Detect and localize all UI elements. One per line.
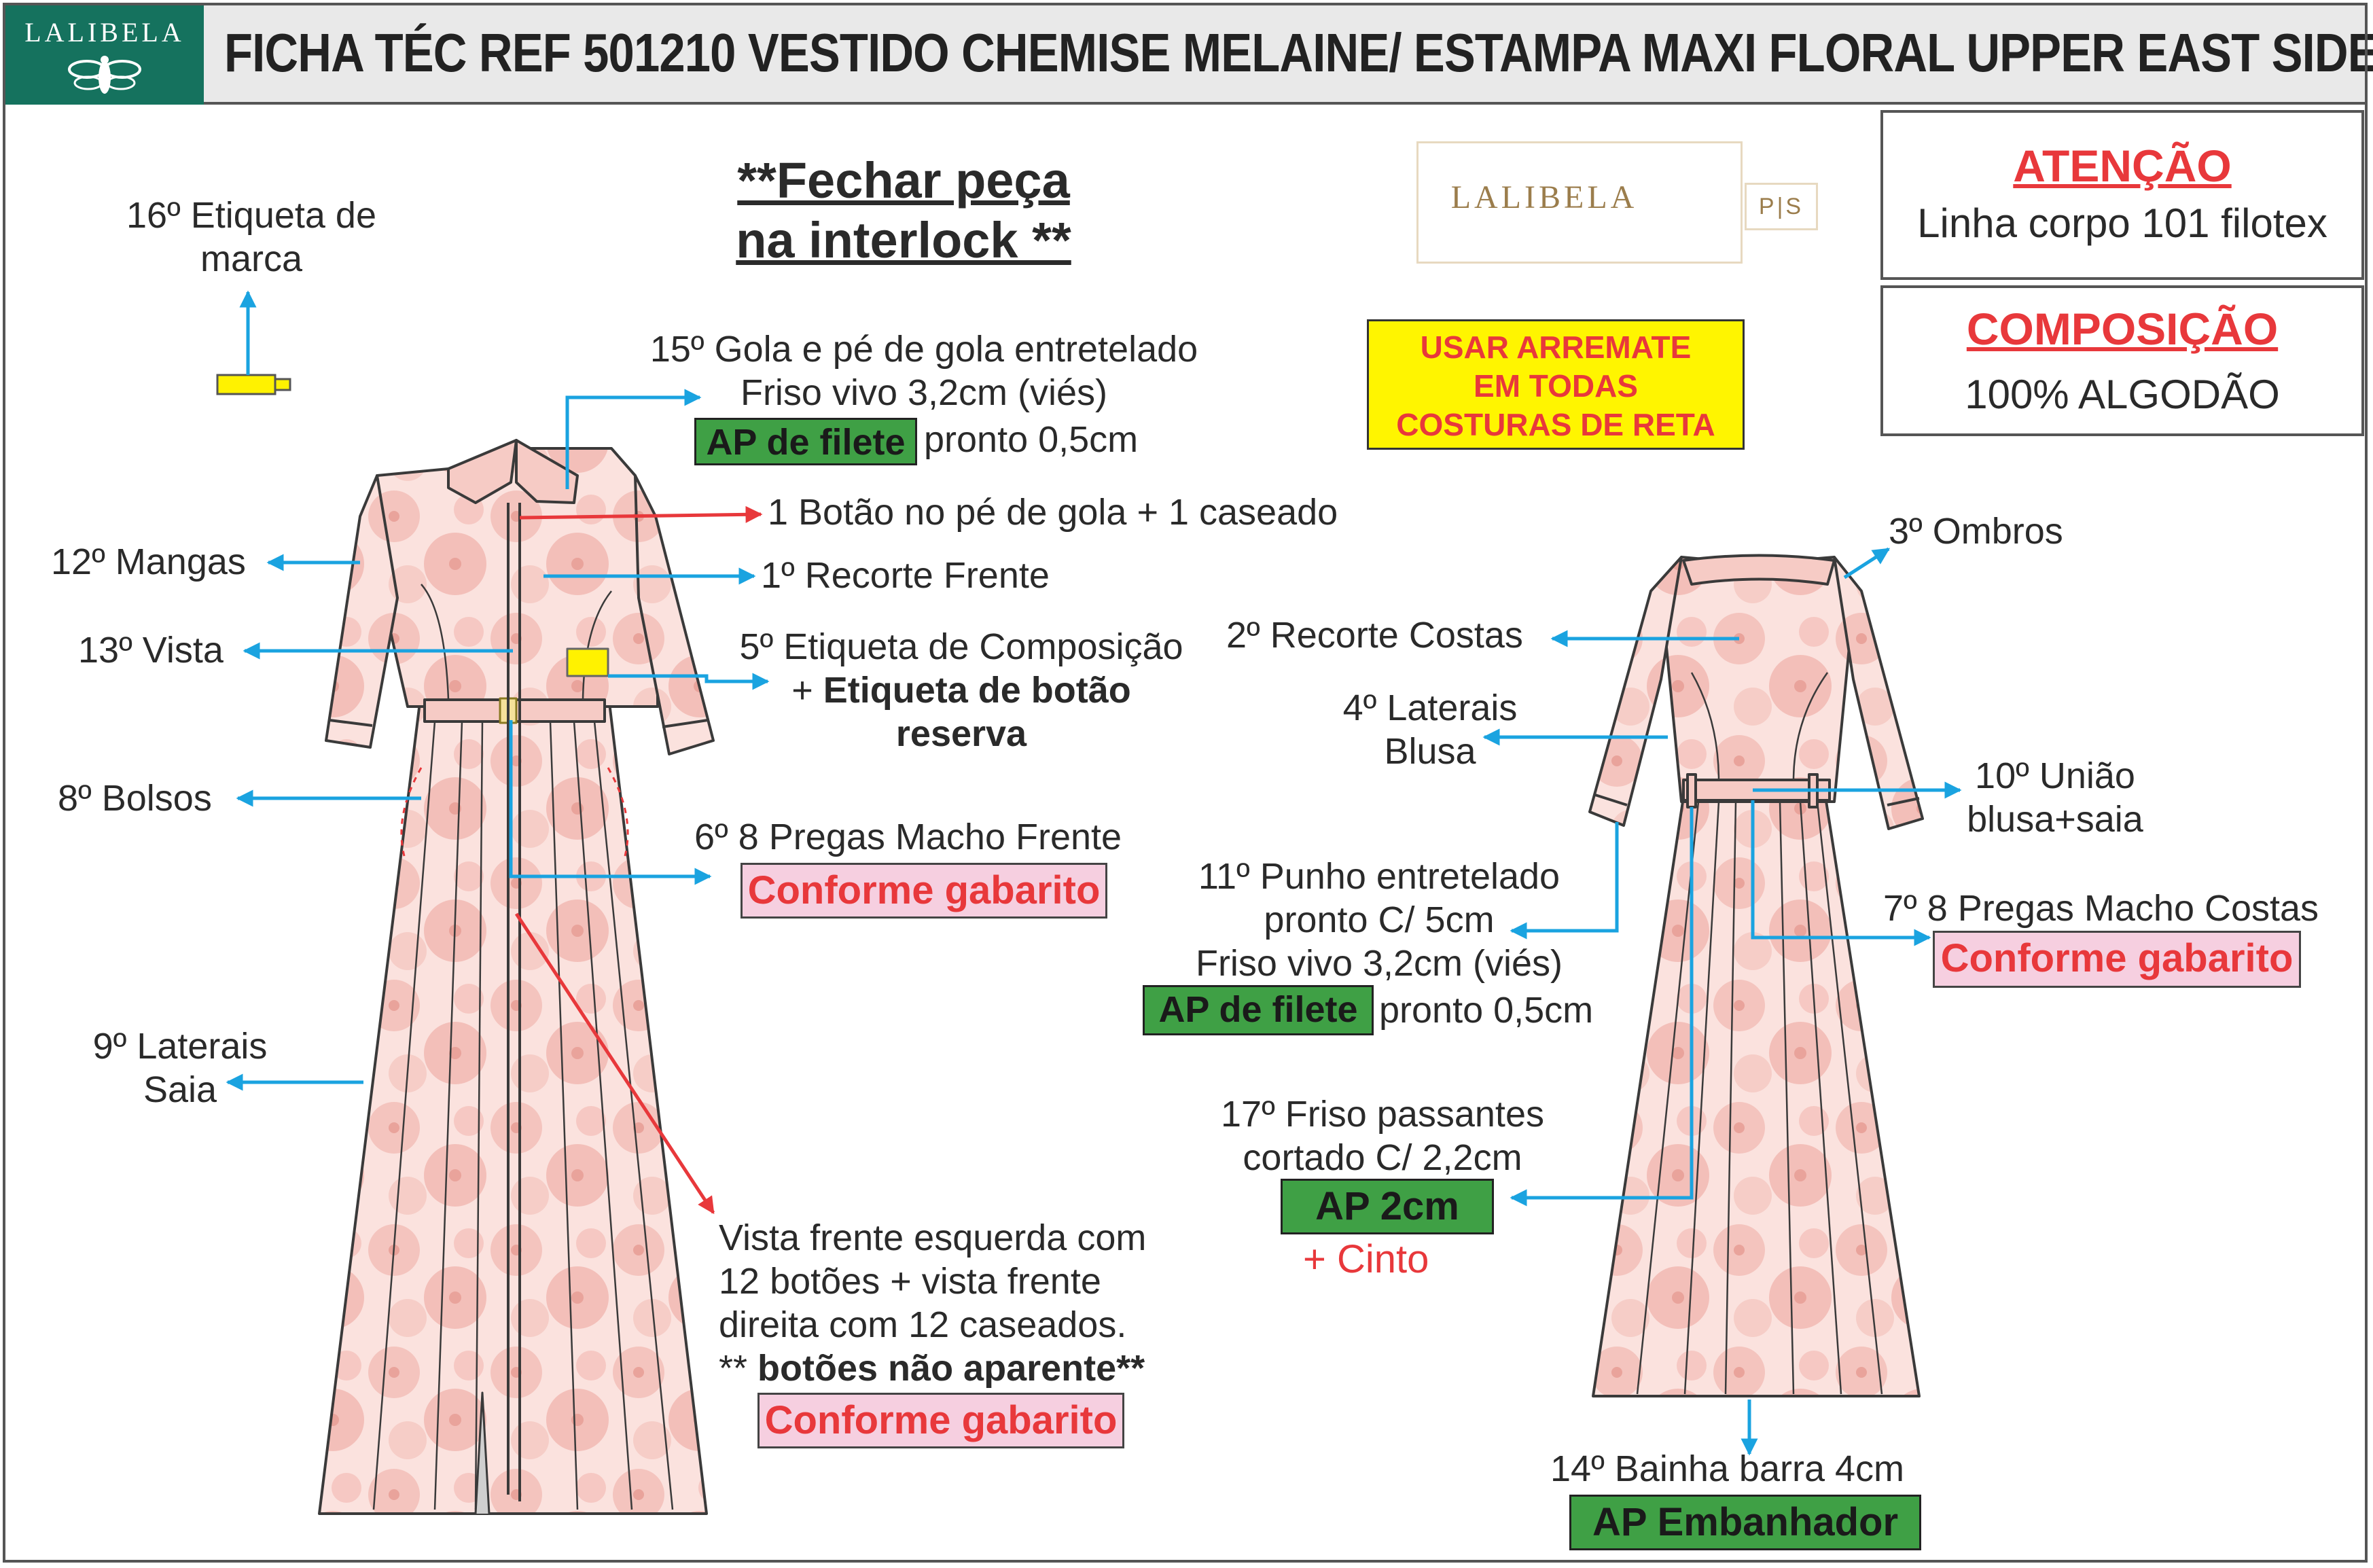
brand-logo: LALIBELA (5, 5, 204, 105)
label-belt-loops: 17º Friso passantes cortado C/ 2,2cm (1196, 1092, 1569, 1179)
label-belt-loops-line2: cortado C/ 2,2cm (1243, 1137, 1522, 1178)
label-cuff: 11º Punho entretelado pronto C/ 5cm Fris… (1141, 855, 1617, 985)
label-composition-tag-bold: Etiqueta de botão (823, 670, 1131, 711)
header-bar (5, 5, 2368, 105)
label-front-placket-stars: ** (719, 1348, 748, 1389)
composition-box: COMPOSIÇÃO 100% ALGODÃO (1880, 285, 2364, 436)
label-composition-tag: 5º Etiqueta de Composição + Etiqueta de … (710, 625, 1213, 755)
label-front-placket-line2: 12 botões + vista frente (719, 1261, 1101, 1302)
partner-logo: LALIBELA P|S (1416, 141, 1818, 264)
label-pockets: 8º Bolsos (58, 778, 212, 819)
belt-extra-text: + Cinto (1303, 1237, 1429, 1281)
label-front-placket-line4: ** botões não aparente** (719, 1347, 1146, 1390)
label-front-cut: 1º Recorte Frente (761, 555, 1050, 596)
label-cuff-line3: Friso vivo 3,2cm (viés) (1195, 943, 1563, 984)
front-placket-template-chip: Conforme gabarito (757, 1393, 1124, 1448)
label-brand-tag-line1: 16º Etiqueta de (126, 195, 376, 236)
label-back-cut: 2º Recorte Costas (1226, 615, 1523, 656)
label-cuff-line2: pronto C/ 5cm (1264, 899, 1495, 940)
label-skirt-sides: 9º Laterais Saia (68, 1024, 292, 1111)
composition-title: COMPOSIÇÃO (1966, 304, 2279, 354)
composition-text: 100% ALGODÃO (1965, 372, 2280, 417)
label-cuff-line1: 11º Punho entretelado (1198, 856, 1560, 897)
front-dress-illustration (318, 439, 715, 1515)
highlight-arrows (514, 505, 763, 1215)
brand-label-icon (216, 374, 291, 395)
label-waist-join: 10º União blusa+saia (1943, 754, 2167, 841)
label-blouse-sides-line1: 4º Laterais (1342, 688, 1518, 728)
sheet-border (3, 3, 2368, 1563)
back-dress-illustration (1588, 554, 1924, 1397)
label-belt-loops-line1: 17º Friso passantes (1221, 1094, 1544, 1135)
label-blouse-sides: 4º Laterais Blusa (1318, 686, 1542, 773)
bee-icon (68, 56, 141, 94)
label-back-pleats: 7º 8 Pregas Macho Costas (1883, 888, 2319, 929)
partner-logo-name: LALIBELA (1450, 179, 1638, 215)
collar-ready-text: pronto 0,5cm (924, 419, 1139, 460)
cuff-ap-chip: AP de filete (1143, 985, 1374, 1035)
label-collar: 15º Gola e pé de gola entretelado Friso … (611, 327, 1236, 414)
label-brand-tag: 16º Etiqueta de marca (109, 194, 394, 281)
warning-line1: USAR ARREMATE (1420, 329, 1692, 365)
label-composition-tag-plus: + (791, 670, 813, 711)
partner-logo-tag: P|S (1745, 183, 1818, 230)
label-placket: 13º Vista (78, 630, 224, 671)
warning-line2: EM TODAS (1474, 368, 1638, 404)
collar-ap-chip: AP de filete (694, 418, 917, 465)
belt-loops-ap-chip: AP 2cm (1281, 1179, 1494, 1234)
label-waist-join-line2: blusa+saia (1967, 799, 2143, 840)
label-front-placket-bold: botões não aparente** (757, 1348, 1145, 1389)
label-skirt-sides-line1: 9º Laterais (92, 1026, 268, 1067)
page-title: FICHA TÉC REF 501210 VESTIDO CHEMISE MEL… (224, 22, 2373, 83)
label-skirt-sides-line2: Saia (143, 1069, 217, 1110)
label-blouse-sides-line2: Blusa (1384, 731, 1476, 772)
attention-box: ATENÇÃO Linha corpo 101 filotex (1880, 110, 2364, 280)
label-front-placket-line3: direita com 12 caseados. (719, 1304, 1127, 1345)
callout-arrows (226, 290, 1962, 1456)
label-waist-join-line1: 10º União (1975, 755, 2135, 796)
front-pleats-template-chip: Conforme gabarito (741, 863, 1107, 919)
label-front-placket-buttons: Vista frente esquerda com 12 botões + vi… (719, 1216, 1146, 1390)
label-hem: 14º Bainha barra 4cm (1550, 1448, 1905, 1489)
label-sleeves: 12º Mangas (51, 541, 246, 582)
close-piece-note: **Fechar peça na interlock ** (707, 151, 1101, 270)
label-collar-button: 1 Botão no pé de gola + 1 caseado (768, 492, 1338, 533)
label-collar-line1: 15º Gola e pé de gola entretelado (649, 329, 1198, 370)
warning-line3: COSTURAS DE RETA (1396, 407, 1715, 442)
label-shoulders: 3º Ombros (1889, 511, 2063, 552)
attention-text: Linha corpo 101 filotex (1917, 200, 2327, 246)
label-brand-tag-line2: marca (200, 238, 303, 279)
label-composition-tag-line3: reserva (895, 713, 1027, 754)
hem-ap-chip: AP Embanhador (1569, 1495, 1921, 1550)
label-composition-tag-line1: 5º Etiqueta de Composição (739, 626, 1183, 667)
label-collar-line2: Friso vivo 3,2cm (viés) (740, 372, 1108, 413)
label-front-pleats: 6º 8 Pregas Macho Frente (694, 817, 1122, 857)
label-front-placket-line1: Vista frente esquerda com (719, 1217, 1147, 1258)
brand-name: LALIBELA (24, 17, 185, 48)
warning-note: USAR ARREMATE EM TODAS COSTURAS DE RETA (1367, 319, 1745, 450)
cuff-ready-text: pronto 0,5cm (1379, 990, 1594, 1031)
back-pleats-template-chip: Conforme gabarito (1933, 931, 2301, 988)
label-composition-tag-line2: + Etiqueta de botão (710, 669, 1213, 712)
close-piece-note-line1: **Fechar peça (737, 152, 1070, 209)
attention-title: ATENÇÃO (2013, 141, 2232, 191)
close-piece-note-line2: na interlock ** (736, 212, 1071, 268)
